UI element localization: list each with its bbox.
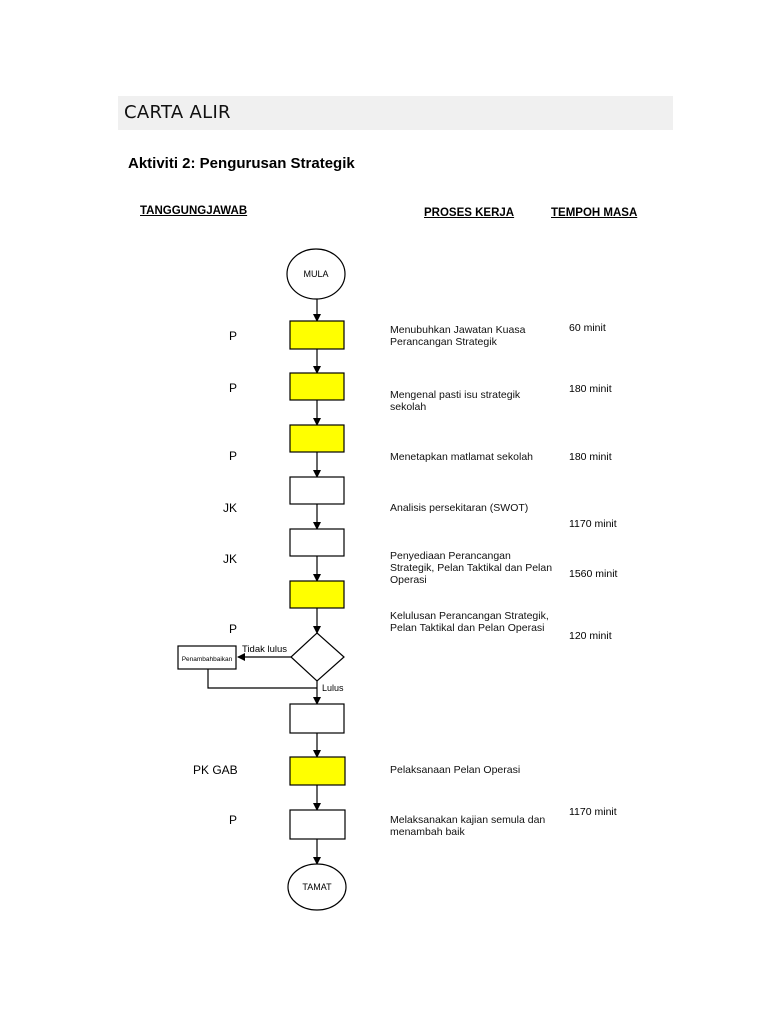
- improvement-label: Penambahbaikan: [182, 656, 233, 663]
- process-desc-2-line-1: Mengenal pasti isu strategik: [390, 389, 521, 401]
- activity-subtitle: Aktiviti 2: Pengurusan Strategik: [128, 155, 355, 172]
- responsibility-2: P: [229, 381, 238, 395]
- process-desc-3-line-1: Menetapkan matlamat sekolah: [390, 451, 533, 463]
- process-desc-8-line-2: menambah baik: [390, 826, 465, 838]
- process-desc-4-line-1: Analisis persekitaran (SWOT): [390, 502, 529, 514]
- header-process: PROSES KERJA: [424, 207, 515, 219]
- process-box-8: [289, 756, 346, 786]
- responsibility-8: P: [229, 813, 238, 827]
- process-box-7: [289, 703, 345, 734]
- responsibility-7: PK GAB: [193, 763, 238, 777]
- process-desc-1-line-2: Perancangan Strategik: [390, 336, 497, 348]
- duration-6: 120 minit: [569, 630, 612, 642]
- process-desc-8: Melaksanakan kajian semula dan menambah …: [390, 814, 545, 838]
- process-box-5: [289, 528, 345, 557]
- header-responsibility: TANGGUNGJAWAB: [140, 205, 248, 217]
- process-desc-8-line-1: Melaksanakan kajian semula dan: [390, 814, 546, 826]
- process-desc-7-line-1: Pelaksanaan Pelan Operasi: [390, 764, 521, 776]
- improvement-box: [177, 645, 237, 670]
- responsibility-6: P: [229, 622, 238, 636]
- header-duration: TEMPOH MASA: [551, 207, 638, 219]
- process-box-6: [289, 580, 345, 609]
- process-box-3: [289, 424, 345, 453]
- process-desc-6-line-2: Pelan Taktikal dan Pelan Operasi: [390, 622, 545, 634]
- start-label: MULA: [303, 269, 328, 279]
- duration-3: 180 minit: [569, 451, 612, 463]
- process-desc-2: Mengenal pasti isu strategik sekolah: [390, 389, 520, 413]
- duration-5: 1560 minit: [569, 568, 618, 580]
- process-desc-1: Menubuhkan Jawatan Kuasa Perancangan Str…: [390, 324, 525, 348]
- duration-4: 1170 minit: [569, 518, 617, 530]
- end-label: TAMAT: [302, 882, 332, 892]
- page-title: CARTA ALIR: [124, 102, 231, 123]
- process-box-1: [289, 320, 345, 350]
- duration-2: 180 minit: [569, 383, 612, 395]
- decision-diamond: [290, 632, 345, 682]
- responsibility-3: P: [229, 449, 238, 463]
- start-terminal: [286, 248, 346, 300]
- process-desc-5-line-2: Strategik, Pelan Taktikal dan Pelan: [390, 562, 553, 574]
- pass-branch-label: Lulus: [322, 683, 344, 693]
- process-desc-6: Kelulusan Perancangan Strategik, Pelan T…: [390, 610, 549, 634]
- end-terminal: [287, 863, 347, 911]
- process-desc-5-line-1: Penyediaan Perancangan: [390, 550, 511, 562]
- title-banner: CARTA ALIR: [118, 96, 673, 130]
- duration-1: 60 minit: [569, 322, 606, 334]
- responsibility-1: P: [229, 329, 238, 343]
- duration-8: 1170 minit: [569, 806, 617, 818]
- process-desc-6-line-1: Kelulusan Perancangan Strategik,: [390, 610, 549, 622]
- process-desc-2-line-2: sekolah: [390, 401, 427, 413]
- process-desc-1-line-1: Menubuhkan Jawatan Kuasa: [390, 324, 526, 336]
- responsibility-4: JK: [223, 501, 238, 515]
- process-box-9: [289, 809, 346, 840]
- connectors: [207, 299, 321, 865]
- responsibility-5: JK: [223, 552, 238, 566]
- process-box-2: [289, 372, 345, 401]
- process-desc-4: Analisis persekitaran (SWOT): [390, 502, 528, 514]
- process-desc-3: Menetapkan matlamat sekolah: [390, 451, 533, 463]
- process-desc-5-line-3: Operasi: [390, 574, 427, 586]
- process-box-4: [289, 476, 345, 505]
- fail-branch-label: Tidak lulus: [242, 644, 288, 655]
- process-desc-5: Penyediaan Perancangan Strategik, Pelan …: [390, 550, 552, 586]
- process-desc-7: Pelaksanaan Pelan Operasi: [390, 764, 520, 776]
